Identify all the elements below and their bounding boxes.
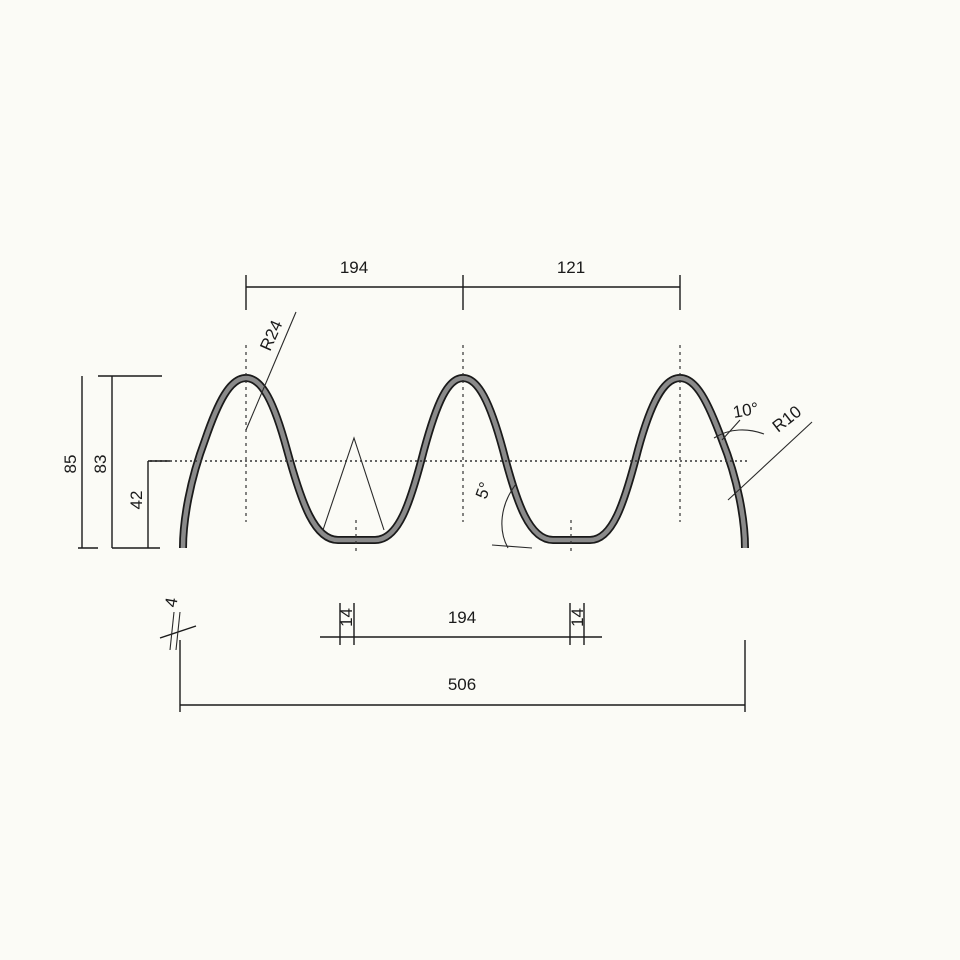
dim-top-half-pitch: 121 <box>557 258 585 277</box>
top-dimensions: 194 121 <box>245 258 681 310</box>
dim-bottom-pitch: 194 <box>448 608 476 627</box>
bottom-dimensions: 14 194 14 <box>320 603 602 645</box>
overall-width-dimension: 506 <box>179 640 746 712</box>
thickness-annotation: 4 <box>159 596 197 651</box>
dim-top-pitch: 194 <box>340 258 368 277</box>
dim-height-outer: 85 <box>61 455 80 474</box>
dim-overall-width: 506 <box>448 675 476 694</box>
profile-fill <box>180 375 748 549</box>
profile-section <box>179 374 749 549</box>
dim-angle-web: 5° <box>472 480 495 502</box>
center-lines <box>150 345 750 552</box>
dim-height-inner: 83 <box>91 455 110 474</box>
dim-angle-edge: 10° <box>731 399 760 422</box>
web-angle-annotation: 5° <box>472 480 533 549</box>
dim-radius-edge: R10 <box>769 402 805 436</box>
dim-thickness: 4 <box>161 596 181 609</box>
dim-bottom-flat-left: 14 <box>337 608 356 627</box>
profile-outline <box>179 374 749 549</box>
dim-bottom-flat-right: 14 <box>568 608 587 627</box>
dim-radius-peak: R24 <box>256 317 286 353</box>
height-dimensions: 85 83 42 <box>61 375 170 549</box>
dim-height-mid: 42 <box>127 491 146 510</box>
valley-construction-triangle <box>322 436 385 531</box>
